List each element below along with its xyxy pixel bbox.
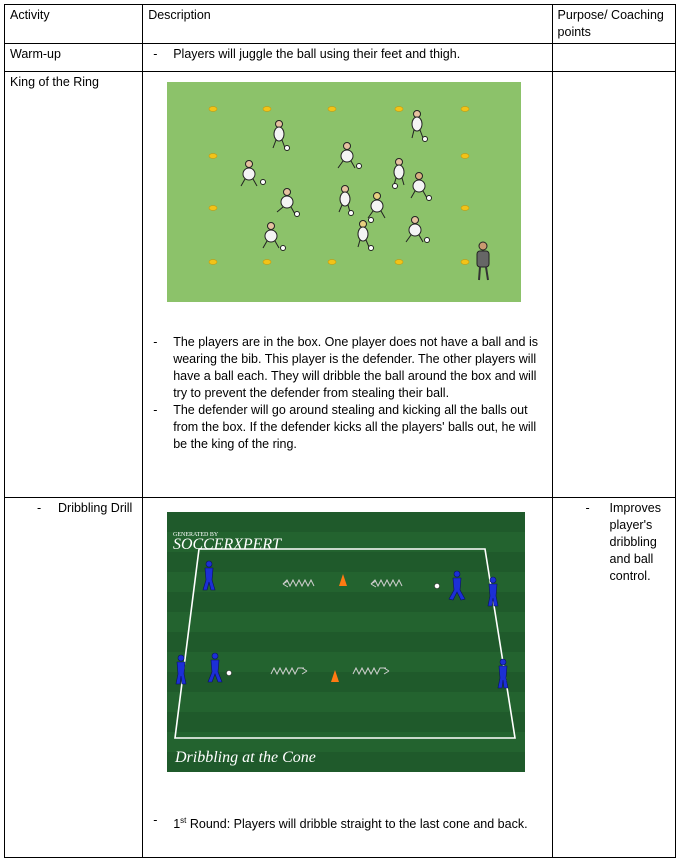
purpose-warmup — [551, 43, 677, 72]
table-row: King of the Ring — [3, 71, 677, 498]
table-row: - Dribbling Drill GENERATED BY SOCCERXPE… — [3, 497, 677, 858]
header-activity: Activity — [3, 4, 144, 44]
player-icons — [240, 110, 490, 281]
dribble-path-icons — [270, 578, 403, 676]
list-item: The players are in the box. One player d… — [148, 334, 546, 402]
king-of-ring-diagram — [167, 82, 522, 302]
dribbling-drill-diagram: GENERATED BY SOCCERXPERT Dribbling at th… — [167, 512, 526, 772]
diagram-caption: Dribbling at the Cone — [174, 749, 316, 766]
description-king-of-ring: The players are in the box. One player d… — [142, 71, 553, 498]
header-description: Description — [142, 4, 553, 44]
header-purpose: Purpose/ Coaching points — [551, 4, 677, 44]
list-item: 1st Round: Players will dribble straight… — [148, 812, 546, 833]
purpose-king-of-ring — [551, 71, 677, 498]
description-warmup: Players will juggle the ball using their… — [142, 43, 553, 72]
round-number: 1 — [173, 817, 181, 832]
logo-small: GENERATED BY — [173, 532, 219, 538]
description-dribbling-drill: GENERATED BY SOCCERXPERT Dribbling at th… — [142, 497, 553, 858]
round-suffix: st — [180, 816, 187, 825]
header-row: Activity Description Purpose/ Coaching p… — [3, 4, 677, 44]
activity-king-of-ring: King of the Ring — [3, 71, 144, 498]
purpose-dribbling-drill: Improves player's dribbling and ball con… — [551, 497, 677, 858]
list-item: Improves player's dribbling and ball con… — [558, 500, 670, 585]
lesson-plan-table: Activity Description Purpose/ Coaching p… — [3, 4, 677, 858]
activity-warmup: Warm-up — [3, 43, 144, 72]
activity-dribbling-drill: - Dribbling Drill — [3, 497, 144, 858]
logo-brand: SOCCERXPERT — [173, 536, 282, 553]
cone-icon — [331, 670, 340, 682]
list-item: Players will juggle the ball using their… — [148, 46, 546, 63]
player-icons — [175, 560, 509, 689]
ball-icons — [226, 583, 441, 676]
dash-marker: - — [37, 501, 42, 515]
cone-icon — [339, 574, 348, 586]
table-row: Warm-up Players will juggle the ball usi… — [3, 43, 677, 72]
list-item: The defender will go around stealing and… — [148, 402, 546, 453]
cone-icons — [208, 106, 470, 265]
round-text: Round: Players will dribble straight to … — [186, 817, 528, 832]
activity-label: Dribbling Drill — [58, 501, 133, 515]
